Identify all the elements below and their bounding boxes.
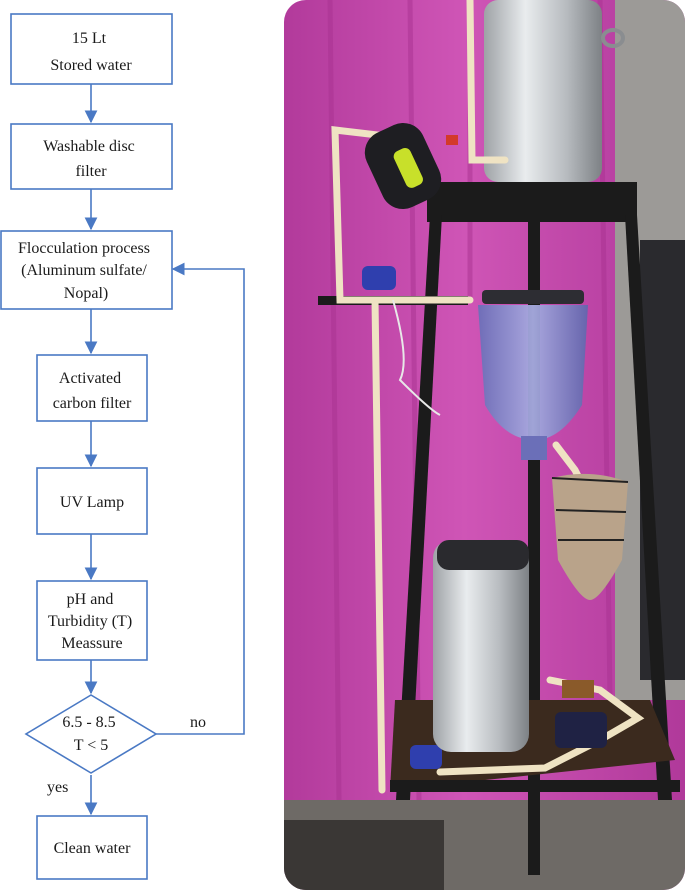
- wire: [392, 299, 441, 416]
- floor-mat: [284, 820, 444, 890]
- node-stored-water-line-1: 15 Lt: [72, 30, 107, 47]
- node-stored-water: [10, 13, 173, 85]
- node-clean-water: [36, 815, 148, 880]
- pump: [555, 712, 607, 748]
- lower-tank-lid: [437, 540, 529, 570]
- node-measure-line-2: Turbidity (T): [48, 613, 132, 630]
- node-measure: [36, 580, 148, 661]
- bottle-neck: [521, 436, 547, 460]
- node-disc-filter-text: Washable disc filter: [43, 138, 139, 180]
- node-uv-lamp: [36, 467, 148, 535]
- tank-handle: [601, 28, 625, 48]
- pipe-vertical: [371, 296, 386, 794]
- valve-red: [446, 135, 458, 145]
- node-decision-line-2: T < 5: [74, 737, 109, 754]
- leg-left: [396, 215, 442, 800]
- node-measure-line-3: Meassure: [61, 635, 122, 652]
- node-carbon-filter: [36, 354, 148, 422]
- carbon-filter-cage: [551, 477, 629, 541]
- node-disc-filter-line-1: Washable disc: [43, 138, 135, 155]
- node-flocculation-line-2: (Aluminum sulfate/: [21, 262, 147, 279]
- node-disc-filter: [10, 123, 173, 190]
- label-yes: yes: [47, 779, 68, 796]
- label-no: no: [190, 714, 206, 731]
- node-disc-filter-line-2: filter: [75, 163, 107, 180]
- node-carbon-filter-text: Activated carbon filter: [53, 370, 132, 412]
- node-clean-water-line-1: Clean water: [54, 840, 132, 857]
- node-uv-lamp-text: UV Lamp: [60, 494, 124, 511]
- edge-decision-feedback: [156, 262, 245, 735]
- disc-filter-band: [393, 147, 423, 188]
- node-flocculation-line-1: Flocculation process: [18, 240, 150, 257]
- device-photo: [284, 0, 685, 890]
- valve-blue-top: [362, 266, 396, 290]
- cloth-folds: [327, 0, 613, 890]
- node-decision: [24, 694, 158, 774]
- bottom-rail: [390, 780, 680, 792]
- node-measure-text: pH and Turbidity (T) Meassure: [48, 591, 136, 652]
- node-carbon-filter-line-1: Activated: [59, 370, 121, 387]
- pipe-top: [466, 0, 509, 164]
- node-stored-water-text: 15 Lt Stored water: [50, 30, 132, 74]
- node-decision-text: 6.5 - 8.5 T < 5: [62, 714, 119, 754]
- water-bottle: [478, 305, 588, 440]
- node-stored-water-line-2: Stored water: [50, 57, 132, 74]
- node-flocculation-text: Flocculation process (Aluminum sulfate/ …: [18, 240, 154, 302]
- leg-right: [625, 215, 672, 800]
- node-uv-lamp-line-1: UV Lamp: [60, 494, 124, 511]
- board: [562, 680, 594, 698]
- node-clean-water-text: Clean water: [54, 840, 132, 857]
- carbon-filter: [552, 473, 628, 600]
- node-decision-line-1: 6.5 - 8.5: [62, 714, 115, 731]
- node-measure-line-1: pH and: [67, 591, 114, 608]
- bottle-lid: [482, 290, 584, 304]
- top-tank: [484, 0, 602, 182]
- node-flocculation-line-3: Nopal): [64, 285, 108, 302]
- flowchart: 15 Lt Stored water Washable disc filter …: [0, 13, 245, 880]
- valve-blue-bottom: [410, 745, 442, 769]
- node-flocculation: [0, 230, 173, 310]
- node-carbon-filter-line-2: carbon filter: [53, 395, 132, 412]
- lower-tank: [433, 540, 529, 752]
